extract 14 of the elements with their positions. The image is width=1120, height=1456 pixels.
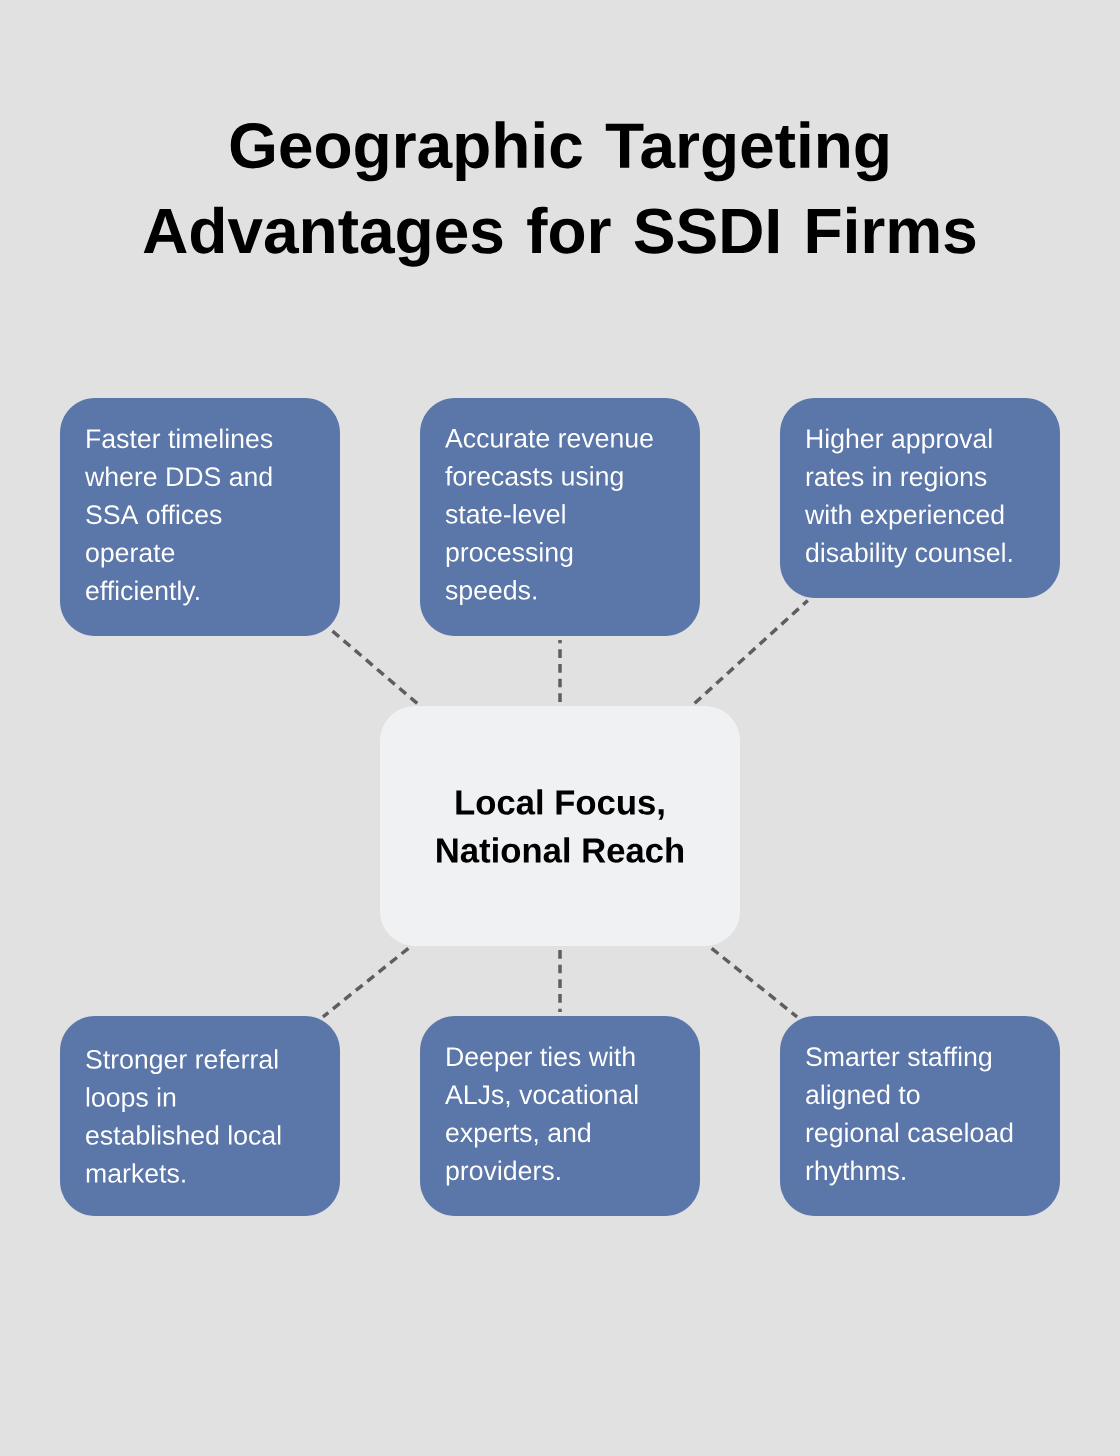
dashed-connector [321, 946, 410, 1019]
dashed-connector [558, 950, 562, 1012]
text-card: Smarter staffing aligned to regional caseload rhythms. [780, 1016, 1060, 1216]
text-card: Stronger referral loops in established local markets. [60, 1016, 340, 1216]
dashed-connector [710, 946, 799, 1019]
text-card: Higher approval rates in regions with experienced disability counsel. [780, 398, 1060, 598]
dashed-connector [558, 640, 562, 702]
dashed-connector [693, 599, 809, 705]
dashed-connector [329, 628, 419, 705]
text-card: Deeper ties with ALJs, vocational experts, and providers. [420, 1016, 700, 1216]
center-box: Local Focus, National Reach [380, 706, 740, 946]
text-card: Accurate revenue forecasts using state-level processing speeds. [420, 398, 700, 636]
title: Geographic Targeting Advantages for SSDI Firms [143, 121, 976, 267]
text-card: Faster timelines where DDS and SSA offices operate efficiently. [60, 398, 340, 636]
